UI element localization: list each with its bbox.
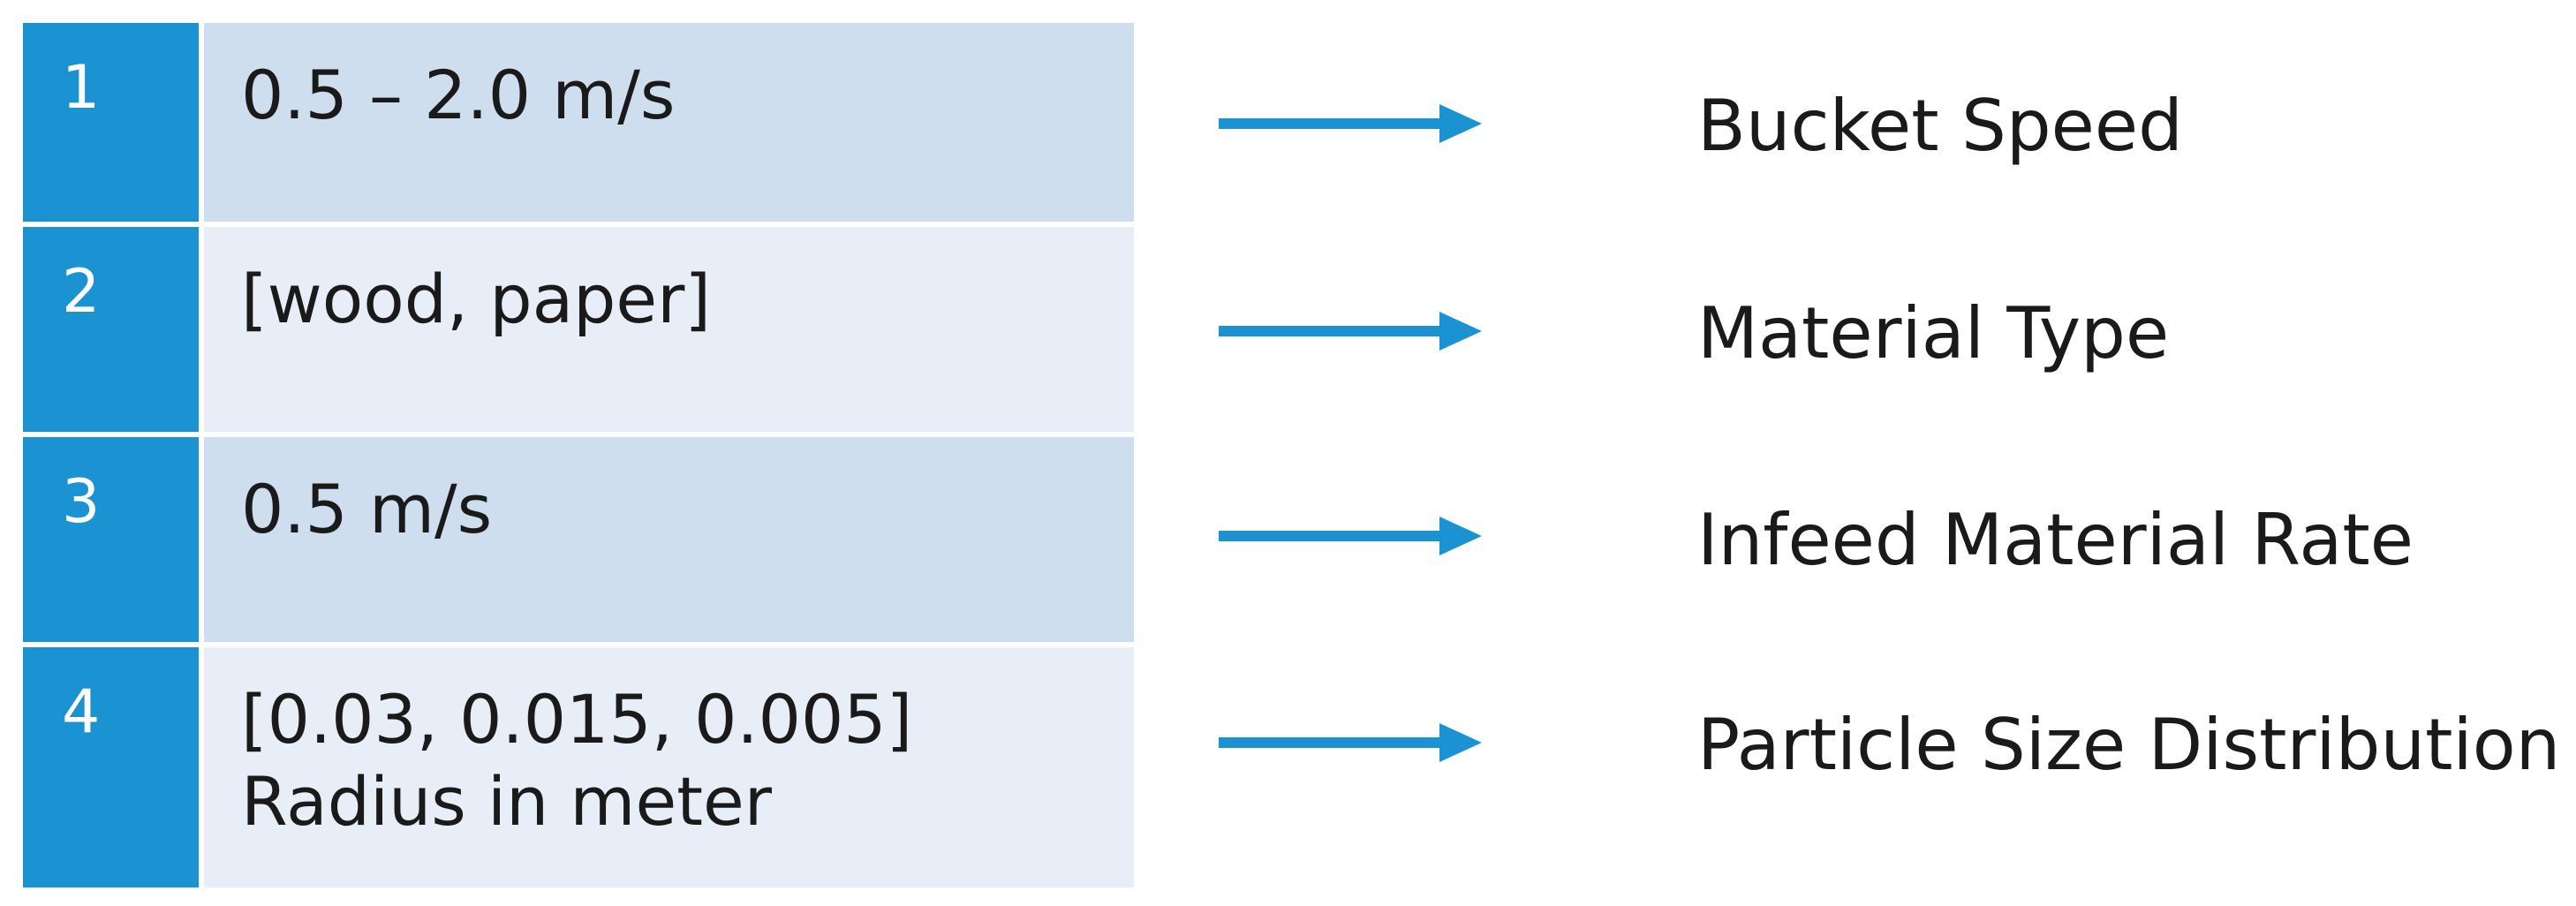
row-value: [wood, paper] bbox=[241, 260, 712, 338]
right-arrow-icon bbox=[1219, 312, 1482, 351]
right-arrow-icon bbox=[1219, 104, 1482, 143]
row-value: [0.03, 0.015, 0.005] Radius in meter bbox=[241, 680, 913, 841]
row-number-cell: 1 bbox=[23, 23, 199, 222]
row-number-cell: 4 bbox=[23, 647, 199, 887]
parameter-label: Bucket Speed bbox=[1697, 85, 2183, 167]
table-row: 1 0.5 – 2.0 m/s bbox=[23, 23, 1134, 222]
right-arrow-icon bbox=[1219, 723, 1482, 762]
row-number: 2 bbox=[62, 257, 101, 327]
parameter-label: Infeed Material Rate bbox=[1697, 499, 2414, 581]
row-value-cell: [wood, paper] bbox=[204, 227, 1134, 432]
parameter-label: Particle Size Distribution bbox=[1697, 704, 2561, 786]
row-number-cell: 3 bbox=[23, 437, 199, 642]
row-value: 0.5 – 2.0 m/s bbox=[241, 56, 676, 134]
row-number: 1 bbox=[62, 53, 101, 123]
row-value: 0.5 m/s bbox=[241, 470, 493, 548]
row-value-cell: [0.03, 0.015, 0.005] Radius in meter bbox=[204, 647, 1134, 887]
parameter-label: Material Type bbox=[1697, 292, 2170, 374]
right-arrow-icon bbox=[1219, 517, 1482, 555]
row-number: 4 bbox=[62, 677, 101, 747]
row-number-cell: 2 bbox=[23, 227, 199, 432]
row-number: 3 bbox=[62, 467, 101, 537]
table-row: 4 [0.03, 0.015, 0.005] Radius in meter bbox=[23, 647, 1134, 887]
table-row: 2 [wood, paper] bbox=[23, 227, 1134, 432]
row-value-cell: 0.5 – 2.0 m/s bbox=[204, 23, 1134, 222]
table-row: 3 0.5 m/s bbox=[23, 437, 1134, 642]
row-value-cell: 0.5 m/s bbox=[204, 437, 1134, 642]
